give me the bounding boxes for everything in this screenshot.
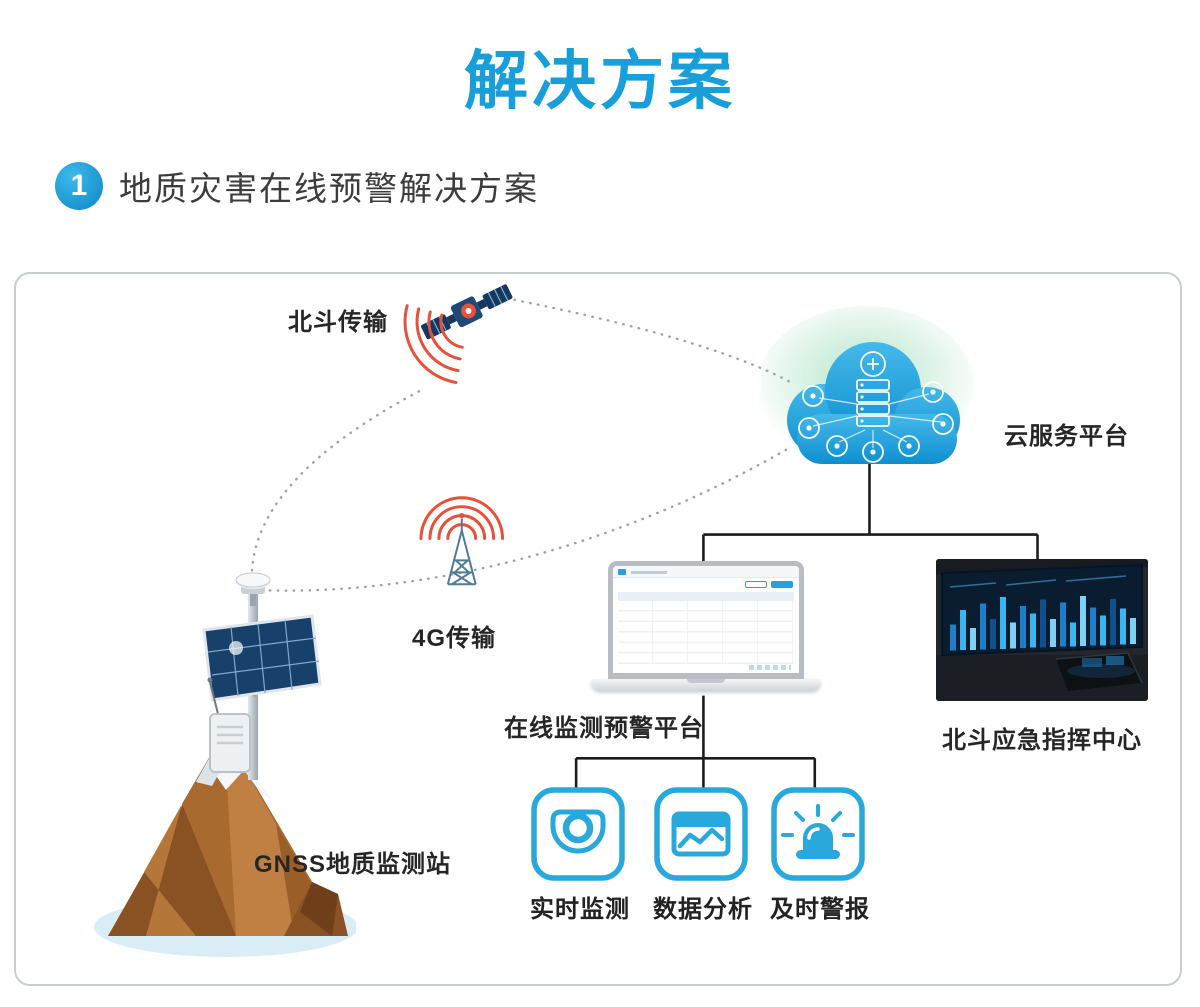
solar-panel-icon [202,614,322,702]
4g-tower-icon [419,496,505,586]
label-command-center: 北斗应急指挥中心 [942,727,1142,754]
feature-label: 实时监测 [530,896,630,923]
solution-diagram: 北斗传输 云服务平台 4G传输 GNSS地质监测站 在线监测预警平台 北斗应急指… [14,272,1182,986]
gnss-station-illustration [94,572,356,957]
feature-label: 及时警报 [770,896,870,923]
laptop-base [591,679,821,691]
label-monitor-platform: 在线监测预警平台 [504,715,704,742]
feature-timely-alert: 及时警报 [770,786,870,924]
chart-icon [654,787,748,881]
laptop-screen-table-header [618,592,794,601]
laptop-illustration [591,561,821,691]
section-heading: 地质灾害在线预警解决方案 [119,170,539,207]
laptop-screen-pagination [749,665,791,670]
alarm-icon [771,787,865,881]
label-cloud-platform: 云服务平台 [1004,423,1129,450]
link-station-to-cloud [260,445,793,592]
mountain-illustration [108,732,348,936]
command-center-illustration [936,559,1148,701]
link-satellite-to-station [250,390,421,574]
gnss-antenna-icon [235,572,271,606]
label-4g-transmission: 4G传输 [412,625,497,652]
link-laptop-tree [574,695,817,792]
laptop-screen-header [613,566,799,578]
cloud-platform-icon [761,306,974,466]
label-gnss-station: GNSS地质监测站 [254,851,452,878]
laptop-screen [608,561,804,679]
section-number-badge: 1 [55,162,103,210]
feature-realtime-monitoring: 实时监测 [530,786,630,924]
label-beidou-transmission: 北斗传输 [288,309,388,336]
laptop-screen-button [771,581,793,588]
link-satellite-to-cloud [513,298,791,383]
satellite-signal-icon [403,304,464,384]
feature-label: 数据分析 [653,896,753,923]
feature-data-analysis: 数据分析 [653,786,753,924]
link-cloud-tree [702,462,1039,563]
diagram-canvas [250,284,1039,792]
camera-icon [531,787,625,881]
page-title: 解决方案 [464,45,736,117]
equipment-box-icon [207,677,251,773]
satellite-icon [421,284,513,340]
laptop-screen-button-secondary [745,581,767,588]
laptop-screen-table [618,601,794,665]
section-header: 1 地质灾害在线预警解决方案 [55,162,539,210]
